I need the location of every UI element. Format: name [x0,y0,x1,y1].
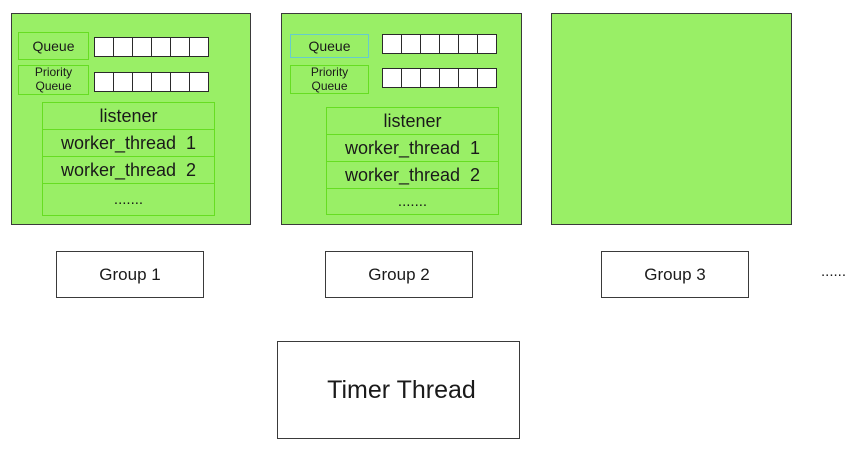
thread-ellipsis: ....... [113,191,144,208]
queue-label: Queue [290,34,369,58]
queue-cell [477,68,497,88]
priority-queue-cells [382,68,497,88]
thread-worker-2: worker_thread 2 [43,157,214,184]
queue-cell [151,72,171,92]
thread-ellipsis: ....... [397,193,428,210]
thread-worker-2: worker_thread 2 [327,162,498,189]
queue-cell [94,72,114,92]
queue-cell [382,34,402,54]
group-2-panel: Queue Priority Queue listener worker_thr… [281,13,522,225]
thread-list: listener worker_thread 1 worker_thread 2… [42,102,215,216]
queue-cell [477,34,497,54]
queue-cell [420,68,440,88]
queue-cell [458,34,478,54]
thread-listener: listener [43,103,214,130]
queue-cell [132,72,152,92]
group-3-label: Group 3 [601,251,749,298]
queue-cell [458,68,478,88]
thread-worker-1: worker_thread 1 [327,135,498,162]
priority-queue-label: Priority Queue [290,65,369,94]
queue-cell [439,34,459,54]
timer-thread-box: Timer Thread [277,341,520,439]
queue-cell [170,72,190,92]
group-2-label: Group 2 [325,251,473,298]
thread-list: listener worker_thread 1 worker_thread 2… [326,107,499,215]
group-3-panel [551,13,792,225]
queue-cell [94,37,114,57]
thread-listener: listener [327,108,498,135]
timer-thread-label: Timer Thread [327,375,476,404]
group-1-label: Group 1 [56,251,204,298]
queue-cells [94,37,209,57]
group-1-panel: Queue Priority Queue listener worker_thr… [11,13,251,225]
thread-worker-1: worker_thread 1 [43,130,214,157]
queue-cell [189,37,209,57]
queue-cell [170,37,190,57]
queue-cells [382,34,497,54]
queue-cell [439,68,459,88]
priority-queue-label: Priority Queue [18,65,89,95]
queue-cell [401,34,421,54]
queue-cell [113,72,133,92]
queue-cell [401,68,421,88]
more-groups-ellipsis: ...... [821,263,847,280]
priority-queue-cells [94,72,209,92]
queue-cell [382,68,402,88]
queue-cell [189,72,209,92]
queue-cell [420,34,440,54]
queue-label: Queue [18,32,89,60]
queue-cell [113,37,133,57]
queue-cell [132,37,152,57]
queue-cell [151,37,171,57]
